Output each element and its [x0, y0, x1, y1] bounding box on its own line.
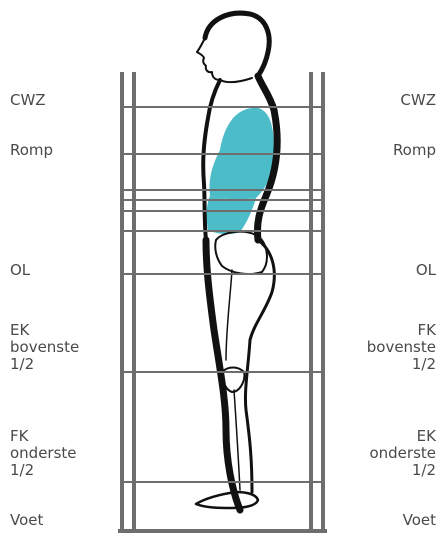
left-label-lower-leg: FK onderste 1/2 [10, 428, 77, 479]
left-label-upper-leg-line3: 1/2 [10, 356, 79, 373]
right-label-lower-leg-line1: EK [369, 428, 436, 445]
back-leg-outline [245, 340, 252, 492]
human-figure [196, 13, 277, 510]
pelvis-outline [215, 232, 267, 274]
buttock-outline [250, 240, 274, 340]
head-outline [205, 13, 269, 76]
neck-outline [220, 78, 252, 82]
right-label-upper-leg: FK bovenste 1/2 [367, 322, 436, 373]
right-label-cwz-line: CWZ [400, 92, 436, 109]
left-label-upper-leg-line1: EK [10, 322, 79, 339]
left-label-romp: Romp [10, 142, 53, 159]
right-label-romp: Romp [393, 142, 436, 159]
left-label-voet: Voet [10, 512, 43, 529]
right-label-voet: Voet [403, 512, 436, 529]
right-label-lower-leg-line2: onderste [369, 445, 436, 462]
left-label-upper-leg: EK bovenste 1/2 [10, 322, 79, 373]
right-label-romp-line: Romp [393, 142, 436, 159]
left-label-upper-leg-line2: bovenste [10, 339, 79, 356]
left-label-lower-leg-line1: FK [10, 428, 77, 445]
right-label-upper-leg-line2: bovenste [367, 339, 436, 356]
left-label-lower-leg-line2: onderste [10, 445, 77, 462]
left-label-ol: OL [10, 262, 30, 279]
left-label-cwz: CWZ [10, 92, 46, 109]
left-label-ol-line: OL [10, 262, 30, 279]
right-label-lower-leg-line3: 1/2 [369, 462, 436, 479]
foot-outline [196, 492, 258, 508]
right-label-lower-leg: EK onderste 1/2 [369, 428, 436, 479]
face-outline [197, 38, 220, 80]
abdomen-region [207, 196, 256, 234]
right-label-cwz: CWZ [400, 92, 436, 109]
right-label-ol-line: OL [416, 262, 436, 279]
right-label-ol: OL [416, 262, 436, 279]
left-label-lower-leg-line3: 1/2 [10, 462, 77, 479]
right-label-voet-line: Voet [403, 512, 436, 529]
femur-outline [226, 270, 232, 360]
left-label-romp-line: Romp [10, 142, 53, 159]
tibia-outline [234, 390, 240, 490]
torso-organ-regions [207, 108, 274, 234]
right-label-upper-leg-line3: 1/2 [367, 356, 436, 373]
right-label-upper-leg-line1: FK [367, 322, 436, 339]
left-label-cwz-line: CWZ [10, 92, 46, 109]
left-label-voet-line: Voet [10, 512, 43, 529]
